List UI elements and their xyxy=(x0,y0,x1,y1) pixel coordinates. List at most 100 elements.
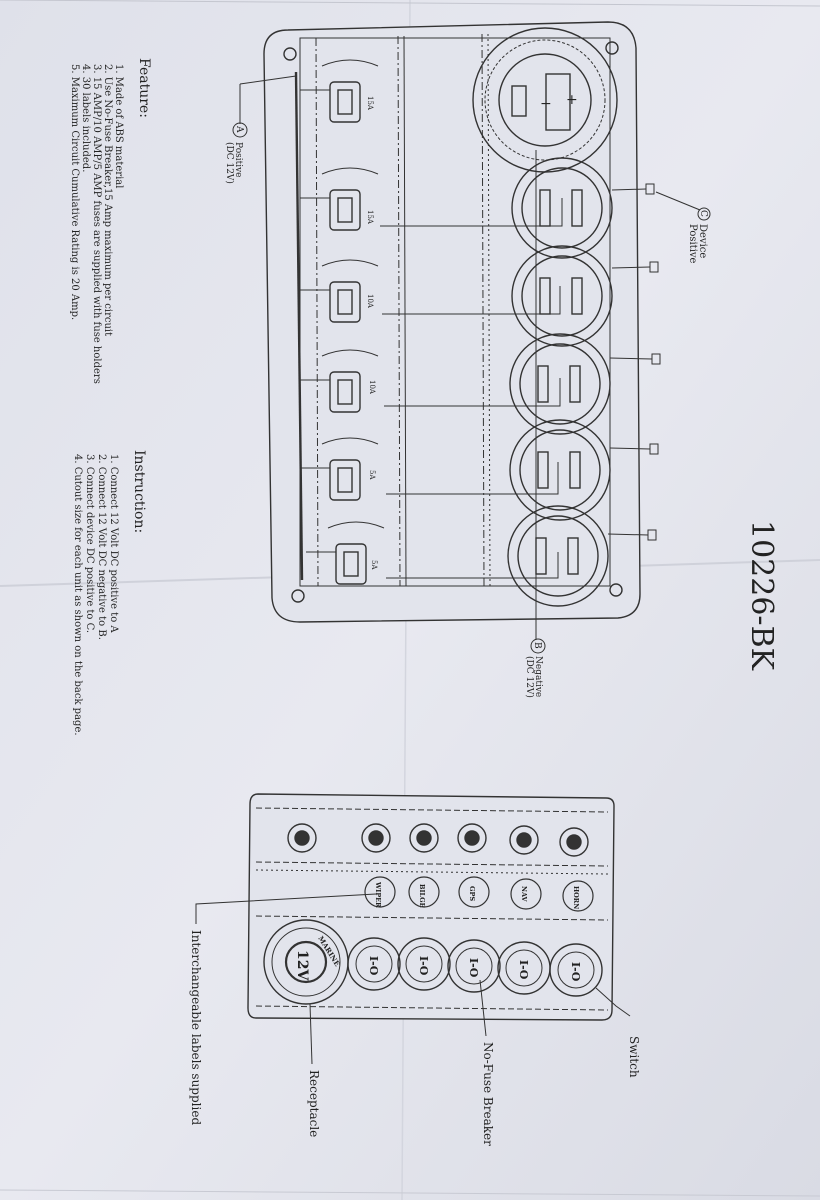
instruction-heading: Instruction: xyxy=(131,450,147,533)
breaker-tab xyxy=(537,451,549,489)
rocker-switch-face xyxy=(405,945,443,983)
fuse-blade xyxy=(343,551,359,577)
instruction-item: 1. Connect 12 Volt DC positive to A xyxy=(108,454,119,633)
positive-lead xyxy=(239,75,297,85)
positive-label: Positive xyxy=(233,142,243,178)
fuse-holder xyxy=(300,437,379,501)
wiring-diagram: + − xyxy=(239,21,701,640)
breaker-button-center xyxy=(368,830,384,846)
circuit-label-oval xyxy=(364,876,396,908)
fold-line xyxy=(0,1189,820,1197)
breaker-button-center xyxy=(294,830,310,846)
device-terminals xyxy=(607,183,701,541)
rocker-switch-face xyxy=(455,947,493,985)
breaker-outer xyxy=(511,157,613,259)
terminal-wire xyxy=(607,533,649,536)
receptacle-voltage: 12V xyxy=(294,950,310,981)
fuse-rating: 5A xyxy=(368,470,376,480)
instruction-item: 2. Connect 12 Volt DC negative to B. xyxy=(96,454,107,640)
rocker-switch[interactable] xyxy=(447,939,501,993)
fuse-holder xyxy=(300,349,379,413)
fuse-holder xyxy=(306,521,385,585)
circuit-wire xyxy=(386,552,559,579)
fuse-arc xyxy=(321,437,379,445)
feature-list: 1. Made of ABS material 2. Use No-Fuse B… xyxy=(69,64,124,384)
divider-line xyxy=(255,1005,609,1011)
breaker-inner xyxy=(521,167,603,249)
breaker-inner xyxy=(517,515,599,597)
breaker-outer xyxy=(511,245,613,347)
breaker-tab xyxy=(571,189,583,227)
breaker-button[interactable] xyxy=(457,823,487,853)
mounting-hole xyxy=(291,589,305,603)
terminal-marker-b xyxy=(530,638,546,654)
terminal-wire xyxy=(609,357,653,360)
fuse-body xyxy=(335,543,367,585)
breaker-button[interactable] xyxy=(287,823,317,853)
device-label-2: Positive xyxy=(687,224,698,264)
breaker-button-center xyxy=(416,830,432,846)
terminal-wire xyxy=(611,266,651,269)
circuit-label: BILGE xyxy=(418,884,426,908)
divider-line xyxy=(255,807,609,813)
feature-item: 2. Use No-Fuse Breaker,15 Amp maximum pe… xyxy=(102,64,113,336)
feature-item: 1. Made of ABS material xyxy=(113,64,124,188)
receptacle-outer[interactable] xyxy=(263,919,349,1005)
fuse-body xyxy=(329,281,361,323)
receptacle xyxy=(263,919,349,1005)
device-lead xyxy=(655,191,701,211)
fuse-holder xyxy=(300,167,379,231)
fuse-rating: 10A xyxy=(366,294,374,309)
circuit-label-row xyxy=(364,876,594,912)
circuit-label-oval xyxy=(510,878,542,910)
breaker-button[interactable] xyxy=(409,823,439,853)
fuse-rating: 15A xyxy=(366,210,374,225)
rocker-switch[interactable] xyxy=(549,943,603,997)
fuse-blade xyxy=(337,89,353,115)
breaker-unit xyxy=(511,157,613,259)
rocker-switch[interactable] xyxy=(397,937,451,991)
breaker-button[interactable] xyxy=(559,827,589,857)
model-title: 10226-BK xyxy=(744,520,779,671)
switch-callout: Switch xyxy=(627,1036,641,1078)
circuit-label-oval xyxy=(458,876,490,908)
breaker-button[interactable] xyxy=(509,825,539,855)
positive-bus xyxy=(294,71,304,581)
rocker-switch-face xyxy=(505,949,543,987)
positive-terminal-callout: A Positive (DC 12V) xyxy=(224,122,248,184)
terminal-marker-c xyxy=(697,207,711,221)
breaker-unit xyxy=(509,419,611,521)
negative-terminal-callout: B Negative (DC 12V) xyxy=(524,638,546,698)
circuit-wire xyxy=(384,378,561,407)
fuse-body xyxy=(329,459,361,501)
breaker-inner xyxy=(519,343,601,425)
rocker-switch-face xyxy=(557,951,595,989)
fuse-holder xyxy=(300,259,379,323)
labels-callout-line xyxy=(195,893,377,924)
feature-item: 4. 30 labels included. xyxy=(80,64,91,172)
breaker-outer xyxy=(507,505,609,607)
socket-terminal xyxy=(545,73,571,131)
socket-terminal xyxy=(511,85,527,117)
instruction-item: 4. Cutout size for each unit as shown on… xyxy=(72,454,83,736)
switch-symbol: I-O xyxy=(569,962,582,982)
socket-inner xyxy=(498,53,592,147)
fuse-holder xyxy=(300,59,379,123)
circuit-label-oval xyxy=(562,880,594,912)
breaker-tab xyxy=(569,451,581,489)
circuit-wire xyxy=(382,286,561,315)
receptacle-ring xyxy=(271,927,341,997)
breaker-tab xyxy=(569,365,581,403)
breaker-tab xyxy=(571,277,583,315)
fuse-arc xyxy=(321,259,379,267)
receptacle-callout: Receptacle xyxy=(307,1070,321,1137)
instruction-item: 3. Connect device DC positive to C. xyxy=(84,454,95,633)
fuse-arc xyxy=(321,349,379,357)
breaker-button[interactable] xyxy=(361,823,391,853)
labels-callout: Interchangeable labels supplied xyxy=(189,930,203,1125)
mounting-hole xyxy=(283,47,297,61)
fuse-blade xyxy=(337,379,353,405)
circuit-label: WIPER xyxy=(374,881,382,908)
divider-line xyxy=(397,35,401,587)
mounting-hole xyxy=(609,583,623,597)
